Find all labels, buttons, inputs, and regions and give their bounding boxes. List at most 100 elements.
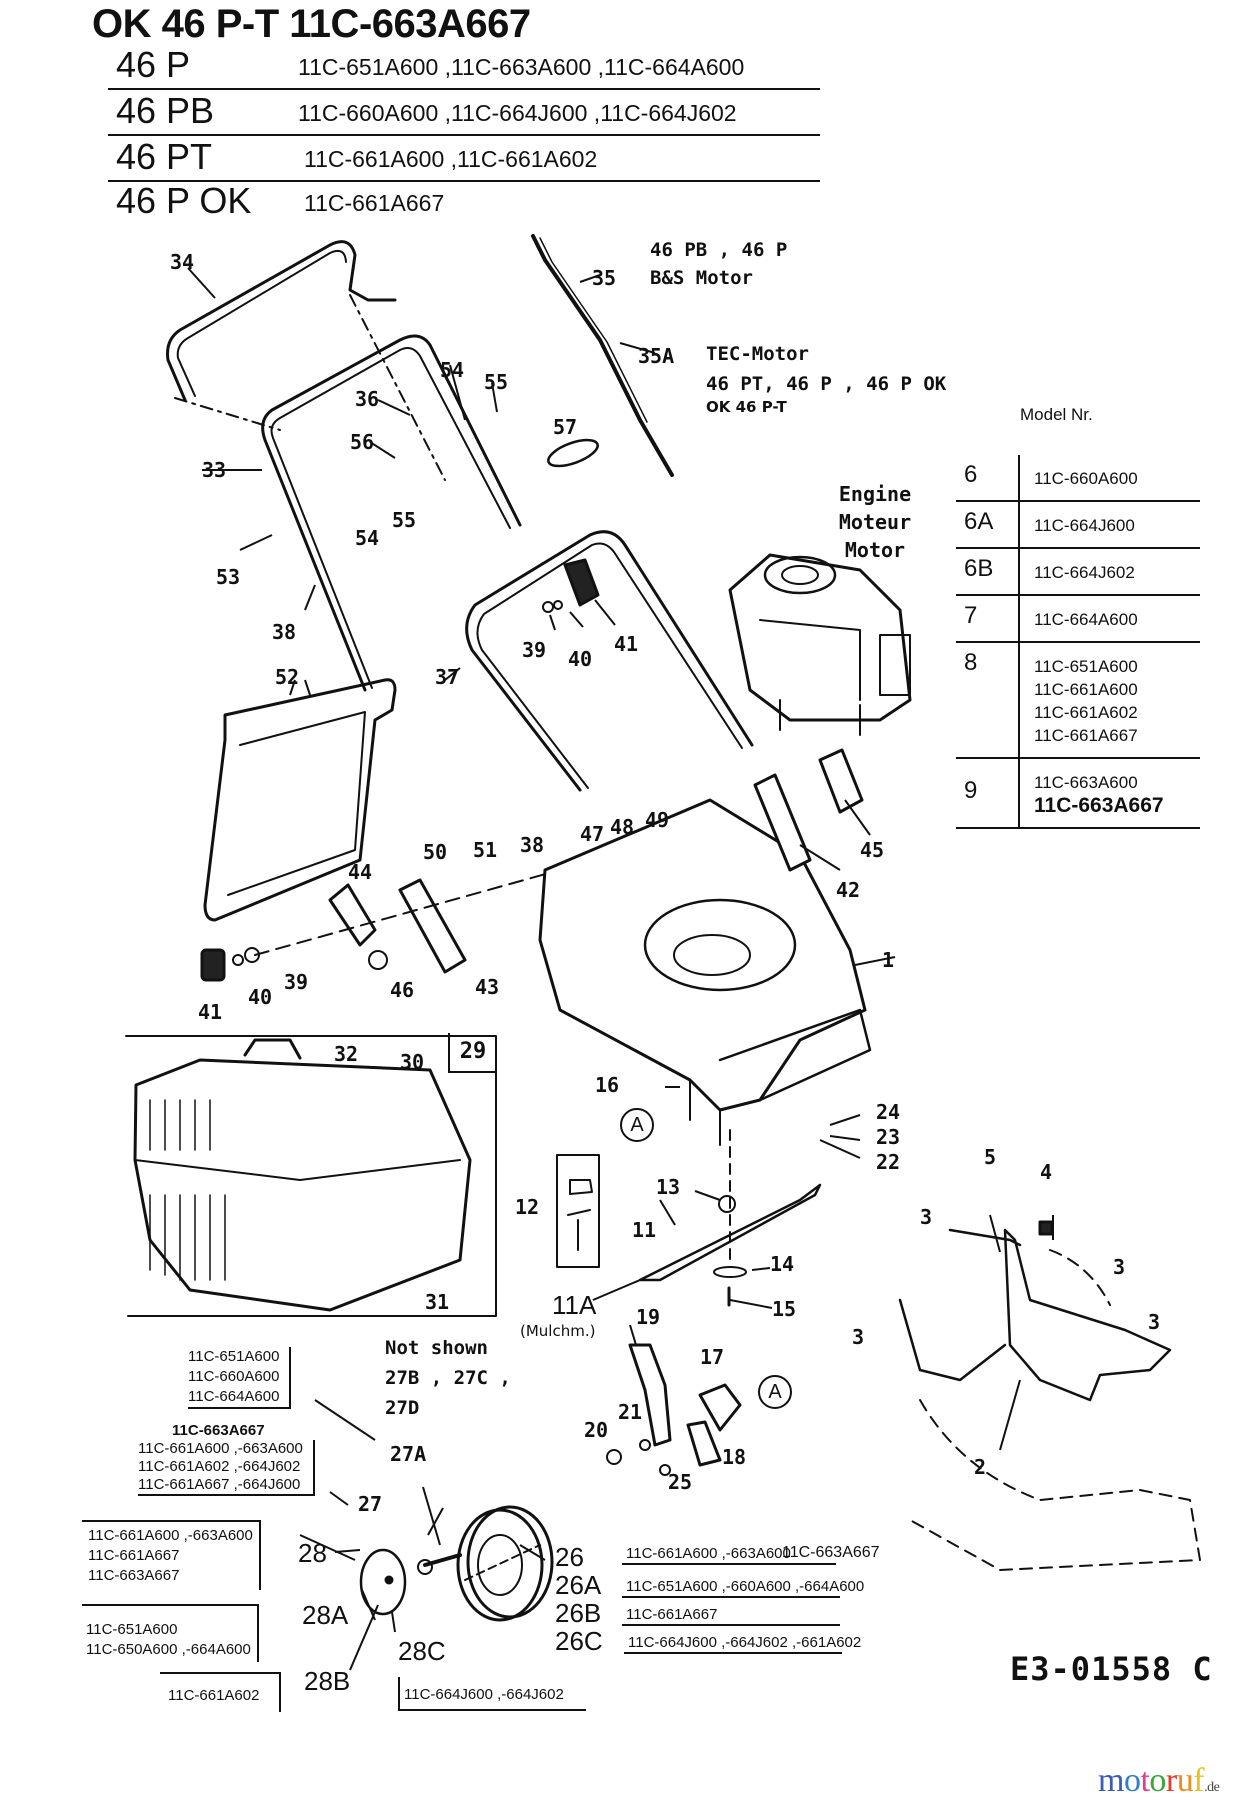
- part-label-26C[interactable]: 26C: [555, 1626, 603, 1656]
- engine-model-value: 11C-660A600: [1034, 469, 1138, 488]
- model-number: 11C-651A600: [86, 1621, 178, 1638]
- part-label-11[interactable]: 11: [632, 1218, 657, 1242]
- model-number-header: Model Nr.: [1020, 405, 1093, 424]
- part-label-15[interactable]: 15: [772, 1297, 797, 1321]
- part-label-38b[interactable]: 38: [520, 833, 545, 857]
- part-label-26A[interactable]: 26A: [555, 1570, 602, 1600]
- part-label-52[interactable]: 52: [275, 665, 300, 689]
- part-label-43[interactable]: 43: [475, 975, 500, 999]
- engine-model: 11C-664A600: [1019, 595, 1200, 643]
- part-label-37[interactable]: 37: [435, 665, 460, 689]
- part-label-28B[interactable]: 28B: [304, 1666, 351, 1696]
- part-label-47[interactable]: 47: [580, 822, 605, 846]
- part-label-5[interactable]: 5: [984, 1145, 997, 1169]
- part-label-19[interactable]: 19: [636, 1305, 661, 1329]
- part-label-3d[interactable]: 3: [852, 1325, 865, 1349]
- part-label-41b[interactable]: 41: [198, 1000, 223, 1024]
- model-number: 11C-663A667: [172, 1422, 265, 1439]
- bolt-27-models-header: 11C-663A667: [172, 1422, 265, 1440]
- part-label-4[interactable]: 4: [1040, 1160, 1053, 1184]
- bolt-27-models: 11C-661A600 ,-663A600 11C-661A602 ,-664J…: [138, 1440, 315, 1496]
- hubcap-28C-models: 11C-664J600 ,-664J602: [398, 1677, 586, 1711]
- part-label-50[interactable]: 50: [423, 840, 448, 864]
- engine-model-value: 11C-661A600: [1034, 680, 1138, 699]
- part-label-28[interactable]: 28: [298, 1538, 327, 1568]
- part-label-39[interactable]: 39: [522, 638, 547, 662]
- part-label-35[interactable]: 35: [592, 266, 617, 290]
- part-label-54[interactable]: 54: [440, 358, 465, 382]
- part-label-54[interactable]: 54: [355, 526, 380, 550]
- part-label-33[interactable]: 33: [202, 458, 227, 482]
- engine-key: 6B: [956, 548, 1020, 596]
- part-label-28C[interactable]: 28C: [398, 1636, 446, 1666]
- part-label-1[interactable]: 1: [882, 948, 895, 972]
- engine-row: 6A 11C-664J600: [956, 501, 1200, 549]
- part-label-55[interactable]: 55: [392, 508, 417, 532]
- part-label-20[interactable]: 20: [584, 1418, 609, 1442]
- part-label-26[interactable]: 26: [555, 1542, 584, 1572]
- part-label-45[interactable]: 45: [860, 838, 885, 862]
- part-label-30[interactable]: 30: [400, 1050, 425, 1074]
- engine-drawing: [728, 553, 912, 736]
- part-label-36[interactable]: 36: [355, 387, 380, 411]
- part-label-21[interactable]: 21: [618, 1400, 643, 1424]
- part-label-32[interactable]: 32: [334, 1042, 359, 1066]
- part-label-27[interactable]: 27: [358, 1492, 383, 1516]
- part-label-40[interactable]: 40: [568, 647, 593, 671]
- part-label-53[interactable]: 53: [216, 565, 241, 589]
- part-label-11A[interactable]: 11A: [552, 1290, 597, 1320]
- model-row: 46 PB 11C-660A600 ,11C-664J600 ,11C-664J…: [108, 90, 820, 136]
- part-label-46[interactable]: 46: [390, 978, 415, 1002]
- model-number: 11C-661A602 ,-664J602: [138, 1458, 301, 1475]
- hubcap-28B-models: 11C-661A602: [160, 1672, 282, 1712]
- not-shown-title: Not shown: [385, 1337, 488, 1359]
- part-label-42[interactable]: 42: [836, 878, 861, 902]
- engine-row: 6 11C-660A600: [956, 455, 1200, 502]
- part-label-13[interactable]: 13: [656, 1175, 681, 1199]
- part-label-40b[interactable]: 40: [248, 985, 273, 1009]
- engine-model-value: 11C-664J600: [1034, 516, 1135, 535]
- part-label-16[interactable]: 16: [595, 1073, 620, 1097]
- part-label-56[interactable]: 56: [350, 430, 375, 454]
- part-label-26B[interactable]: 26B: [555, 1598, 602, 1628]
- part-label-31[interactable]: 31: [425, 1290, 450, 1314]
- part-label-39b[interactable]: 39: [284, 970, 309, 994]
- part-label-55[interactable]: 55: [484, 370, 509, 394]
- part-label-34[interactable]: 34: [170, 250, 195, 274]
- not-shown-line: 27D: [385, 1397, 420, 1419]
- part-label-3c[interactable]: 3: [1148, 1310, 1161, 1334]
- part-label-24[interactable]: 24: [876, 1100, 901, 1124]
- part-label-57[interactable]: 57: [553, 415, 578, 439]
- part-label-22[interactable]: 22: [876, 1150, 901, 1174]
- part-label-25[interactable]: 25: [668, 1470, 693, 1494]
- part-label-28A[interactable]: 28A: [302, 1600, 349, 1630]
- part-label-29[interactable]: 29: [448, 1033, 496, 1073]
- part-label-17[interactable]: 17: [700, 1345, 725, 1369]
- engine-model: 11C-651A600 11C-661A600 11C-661A602 11C-…: [1019, 642, 1200, 759]
- model-name: 46 PB: [116, 90, 215, 131]
- part-label-14[interactable]: 14: [770, 1252, 795, 1276]
- watermark-letter: u: [1176, 1762, 1194, 1799]
- part-label-51[interactable]: 51: [473, 838, 498, 862]
- watermark-letter: f: [1193, 1762, 1205, 1799]
- engine-key: 7: [956, 595, 1020, 643]
- part-label-18[interactable]: 18: [722, 1445, 747, 1469]
- part-label-2[interactable]: 2: [974, 1455, 987, 1479]
- part-label-38[interactable]: 38: [272, 620, 297, 644]
- part-label-49[interactable]: 49: [645, 808, 670, 832]
- cover-17: [698, 1383, 742, 1432]
- part-label-48[interactable]: 48: [610, 815, 635, 839]
- part-label-12[interactable]: 12: [515, 1195, 540, 1219]
- part-label-23[interactable]: 23: [876, 1125, 901, 1149]
- part-label-27A[interactable]: 27A: [390, 1442, 427, 1466]
- part-label-44[interactable]: 44: [348, 860, 373, 884]
- engine-model: 11C-660A600: [1019, 455, 1200, 502]
- model-row: 46 P 11C-651A600 ,11C-663A600 ,11C-664A6…: [108, 44, 820, 90]
- part-label-3[interactable]: 3: [920, 1205, 933, 1229]
- document-id: E3-01558 C: [1010, 1650, 1213, 1688]
- part-label-41[interactable]: 41: [614, 632, 639, 656]
- part-label-35A[interactable]: 35A: [638, 344, 675, 368]
- engine-label: Engine Moteur Motor: [830, 480, 920, 564]
- cable-35: [531, 234, 674, 477]
- part-label-3b[interactable]: 3: [1113, 1255, 1126, 1279]
